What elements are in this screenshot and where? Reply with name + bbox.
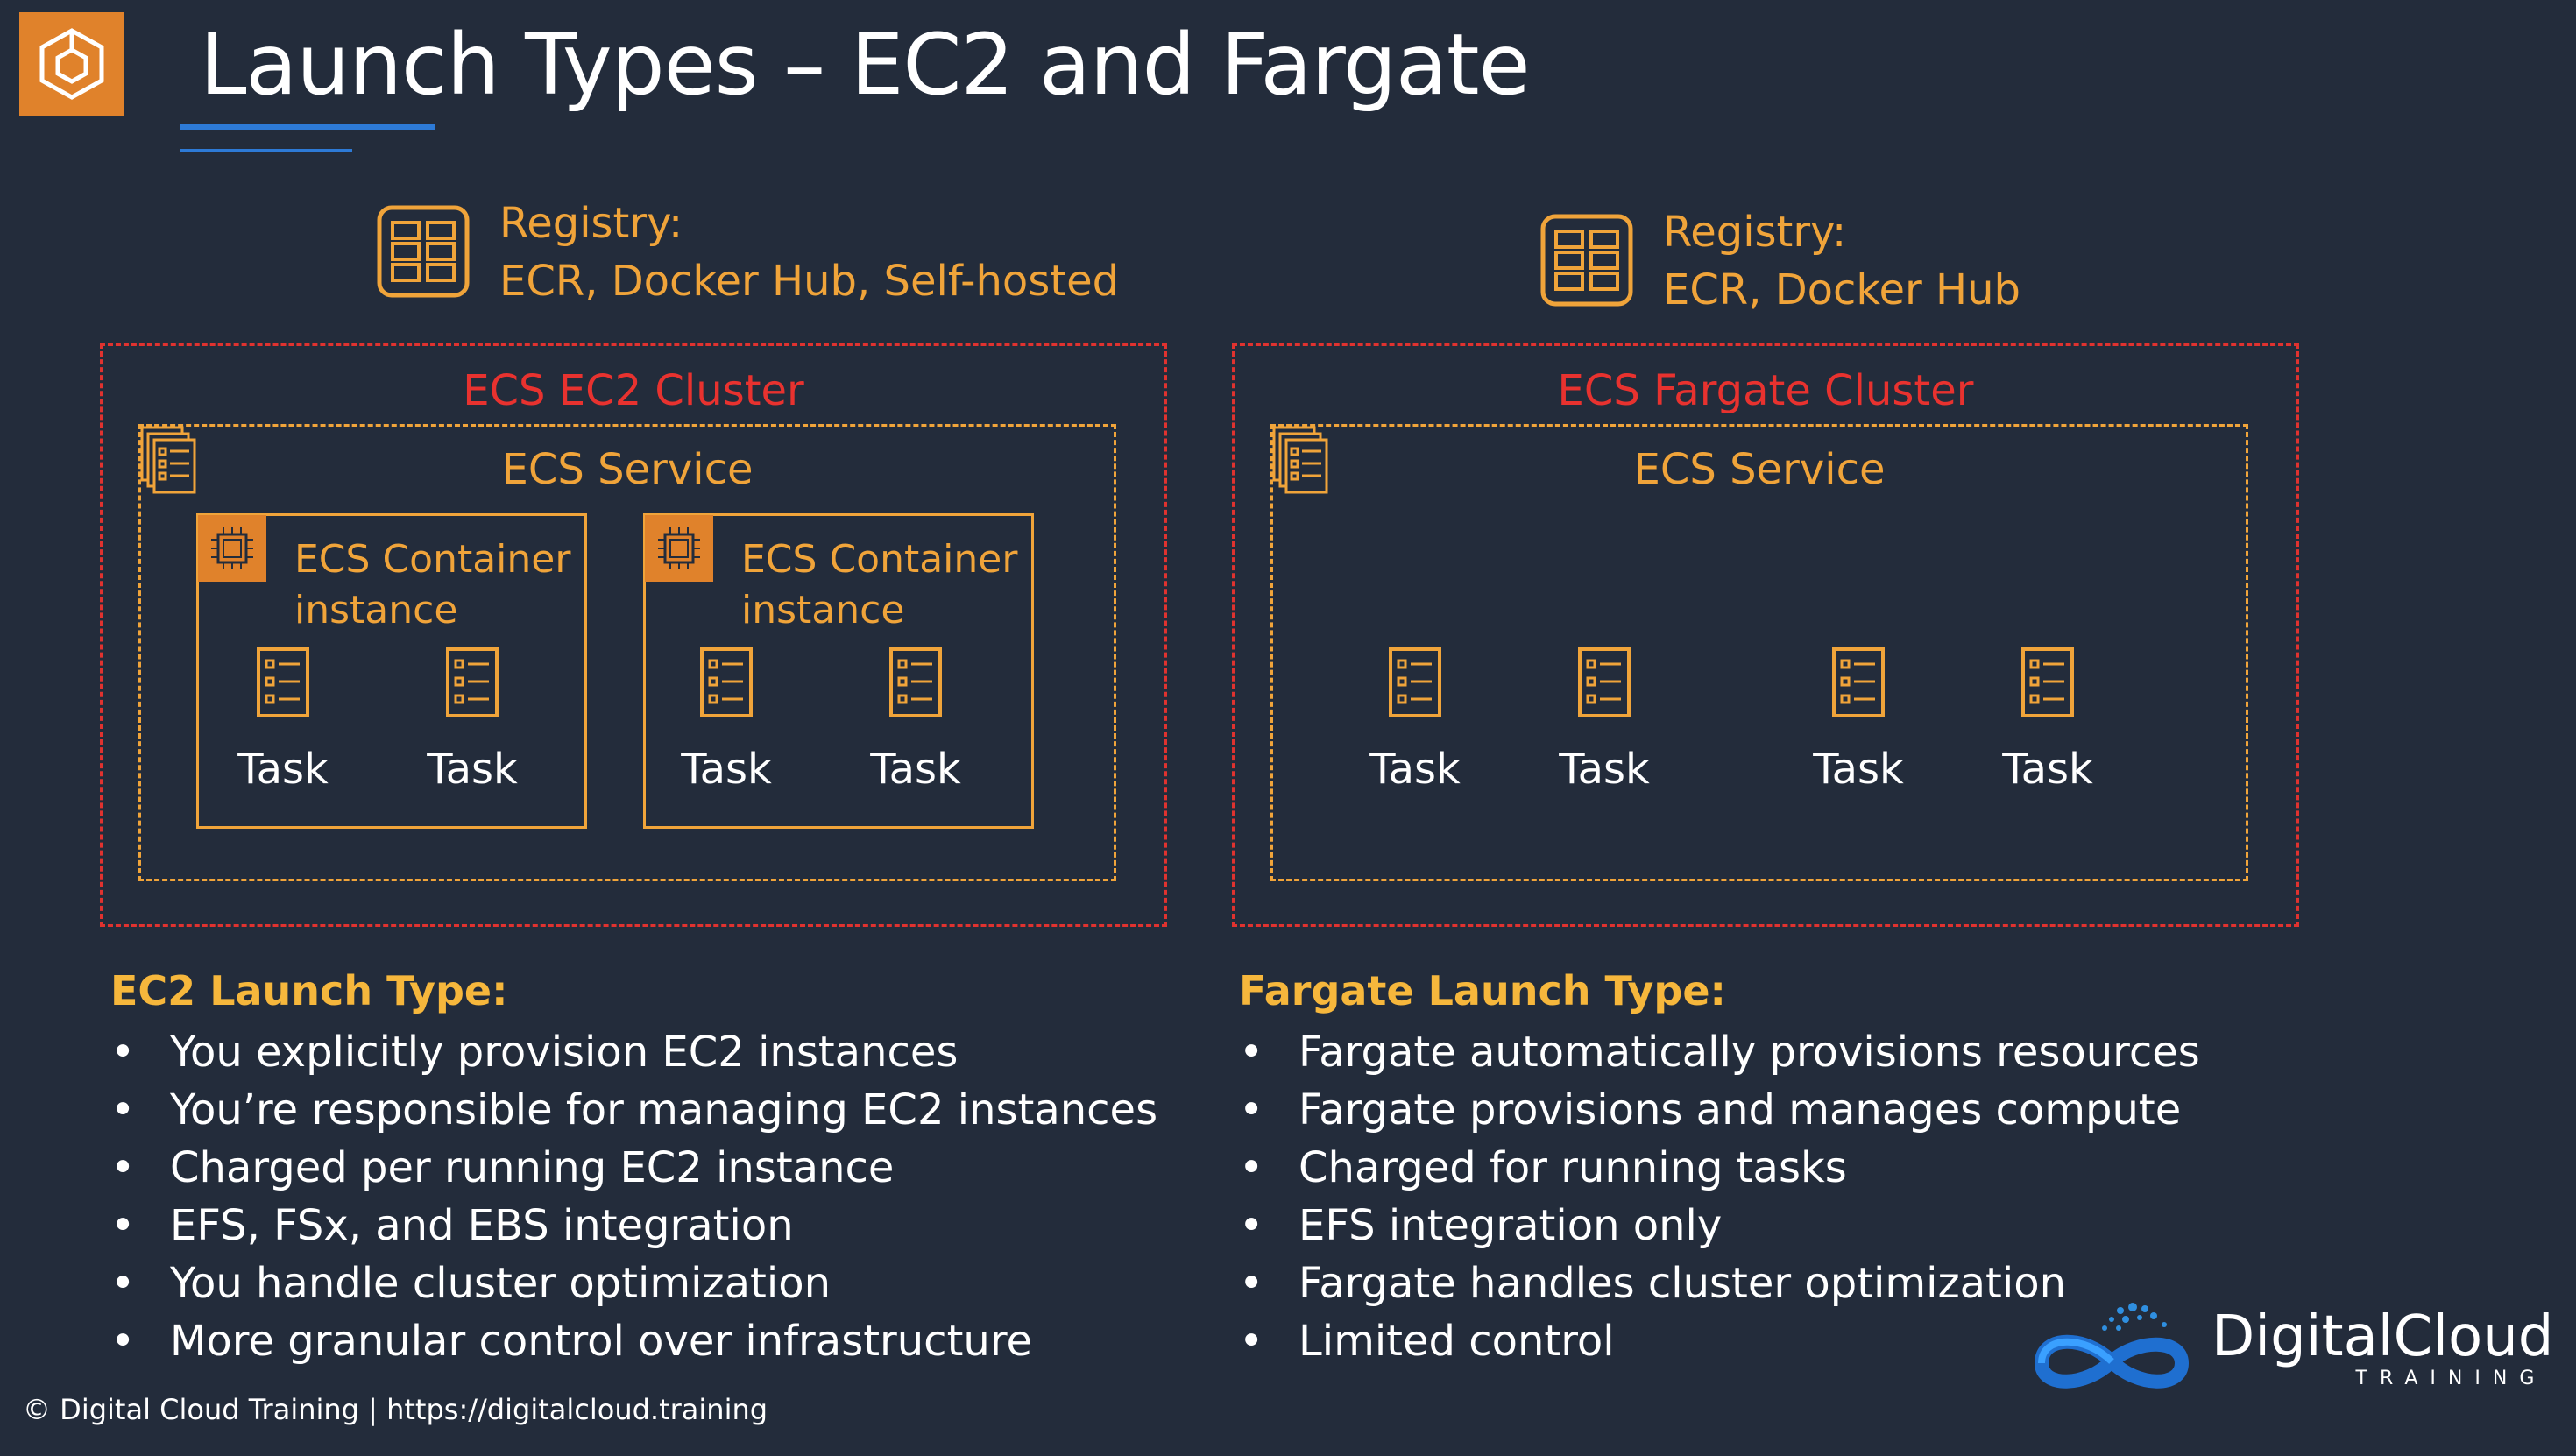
task-label: Task [237, 745, 329, 794]
registry-icon [1540, 214, 1633, 307]
task-icon [1577, 647, 1631, 718]
task-icon [1831, 647, 1886, 718]
list-item: •Charged per running EC2 instance [110, 1143, 895, 1192]
list-item: •EFS, FSx, and EBS integration [110, 1201, 794, 1250]
list-item: •Fargate handles cluster optimization [1239, 1259, 2066, 1308]
fargate-service [1270, 424, 2248, 881]
chip-icon [645, 515, 713, 582]
list-item: •You’re responsible for managing EC2 ins… [110, 1085, 1158, 1134]
ecs-logo-icon [19, 12, 124, 116]
task-icon [1388, 647, 1442, 718]
list-item: •Fargate provisions and manages compute [1239, 1085, 2182, 1134]
task-label: Task [1369, 745, 1461, 794]
task-icon [888, 647, 943, 718]
fargate-registry-heading: Registry: [1663, 208, 1847, 257]
list-item: •EFS integration only [1239, 1201, 1723, 1250]
chip-icon [198, 515, 266, 582]
title-underline-short [180, 149, 352, 152]
ec2-launch-type-heading: EC2 Launch Type: [110, 967, 508, 1014]
list-item: •You explicitly provision EC2 instances [110, 1028, 959, 1077]
list-item: •Fargate automatically provisions resour… [1239, 1028, 2200, 1077]
list-item: •You handle cluster optimization [110, 1259, 831, 1308]
brand-tagline: TRAINING [2355, 1367, 2547, 1389]
page-title: Launch Types – EC2 and Fargate [200, 16, 1531, 114]
service-stack-icon [1270, 424, 1332, 499]
task-label: Task [2002, 745, 2093, 794]
list-item: •More granular control over infrastructu… [110, 1317, 1033, 1366]
fargate-launch-type-list: •Fargate automatically provisions resour… [1239, 1023, 2200, 1370]
fargate-registry-sources: ECR, Docker Hub [1663, 265, 2021, 315]
title-underline [180, 124, 435, 130]
ec2-instance-label: ECS Container instance [741, 537, 1018, 633]
task-icon [699, 647, 754, 718]
ec2-registry-sources: ECR, Docker Hub, Self-hosted [499, 257, 1120, 306]
ec2-service-label: ECS Service [501, 445, 754, 494]
fargate-service-label: ECS Service [1633, 445, 1886, 494]
ec2-registry-heading: Registry: [499, 199, 683, 248]
task-icon [2020, 647, 2075, 718]
task-icon [445, 647, 499, 718]
task-label: Task [427, 745, 518, 794]
list-item: •Charged for running tasks [1239, 1143, 1847, 1192]
ec2-service [138, 424, 1116, 881]
ec2-cluster-label: ECS EC2 Cluster [463, 366, 804, 415]
task-label: Task [1559, 745, 1650, 794]
fargate-cluster [1232, 343, 2299, 927]
digitalcloud-logo-icon [2035, 1303, 2189, 1389]
ec2-container-instance [196, 513, 587, 829]
list-item: •Limited control [1239, 1317, 1615, 1366]
brand-name: DigitalCloud [2212, 1304, 2554, 1369]
fargate-launch-type-heading: Fargate Launch Type: [1239, 967, 1726, 1014]
ec2-instance-label: ECS Container instance [294, 537, 571, 633]
ec2-launch-type-list: •You explicitly provision EC2 instances … [110, 1023, 1157, 1370]
task-label: Task [1813, 745, 1904, 794]
ec2-cluster [100, 343, 1167, 927]
task-label: Task [870, 745, 961, 794]
task-label: Task [681, 745, 772, 794]
fargate-cluster-label: ECS Fargate Cluster [1557, 366, 1974, 415]
service-stack-icon [138, 424, 200, 499]
registry-icon [377, 205, 470, 298]
footer-copyright: © Digital Cloud Training | https://digit… [23, 1393, 768, 1426]
ec2-container-instance [643, 513, 1034, 829]
digitalcloud-brand: DigitalCloud TRAINING [2024, 1300, 2553, 1395]
task-icon [256, 647, 310, 718]
